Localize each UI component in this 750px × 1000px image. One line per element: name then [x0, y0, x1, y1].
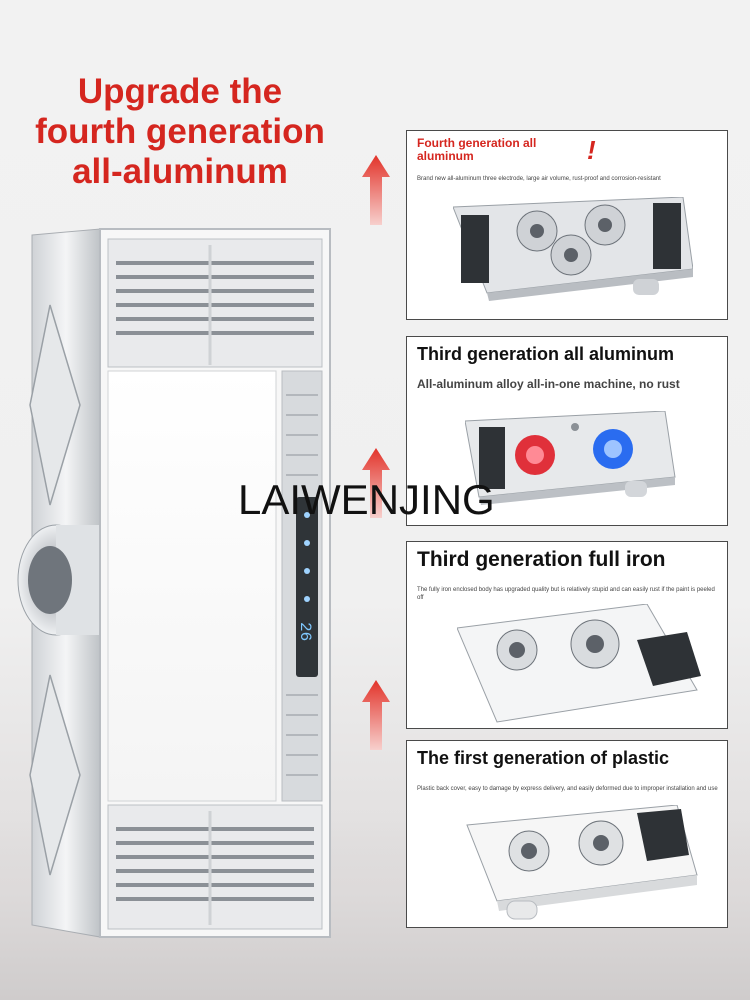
upgrade-arrow-icon [362, 448, 390, 518]
headline: Upgrade the fourth generation all-alumin… [0, 72, 360, 192]
fourth-gen-heater-image [453, 197, 693, 301]
card-title: The first generation of plastic [417, 748, 670, 768]
headline-line-3: all-aluminum [72, 152, 288, 191]
first-gen-plastic-heater-image [466, 805, 698, 920]
headline-line-1: Upgrade the [77, 72, 283, 111]
bath-heater-product-image: 26 [17, 228, 331, 938]
card-subtitle: Plastic back cover, easy to damage by ex… [417, 786, 718, 792]
card-title: Fourth generation all aluminum [417, 136, 537, 163]
card-title: Third generation all aluminum [417, 344, 675, 364]
card-subtitle: All-aluminum alloy all-in-one machine, n… [417, 377, 680, 391]
third-gen-aluminum-heater-image [465, 411, 676, 505]
generation-card-third-iron: Third generation full iron The fully iro… [406, 541, 728, 729]
third-gen-iron-heater-image [457, 604, 701, 723]
exclamation-mark: ! [587, 135, 596, 165]
generation-card-fourth: Fourth generation all aluminum ! Brand n… [406, 130, 728, 320]
card-subtitle: Brand new all-aluminum three electrode, … [417, 176, 661, 182]
upgrade-arrow-icon [362, 680, 390, 750]
card-subtitle: The fully iron enclosed body has upgrade… [417, 587, 715, 601]
watermark-text: LAIWENJING [238, 476, 495, 523]
headline-line-2: fourth generation [35, 112, 325, 151]
control-panel-display: 26 [296, 622, 314, 641]
generation-card-first-plastic: The first generation of plastic Plastic … [406, 740, 728, 928]
upgrade-arrow-icon [362, 155, 390, 225]
generation-card-third-aluminum: Third generation all aluminum All-alumin… [406, 336, 728, 526]
card-title: Third generation full iron [417, 548, 666, 571]
